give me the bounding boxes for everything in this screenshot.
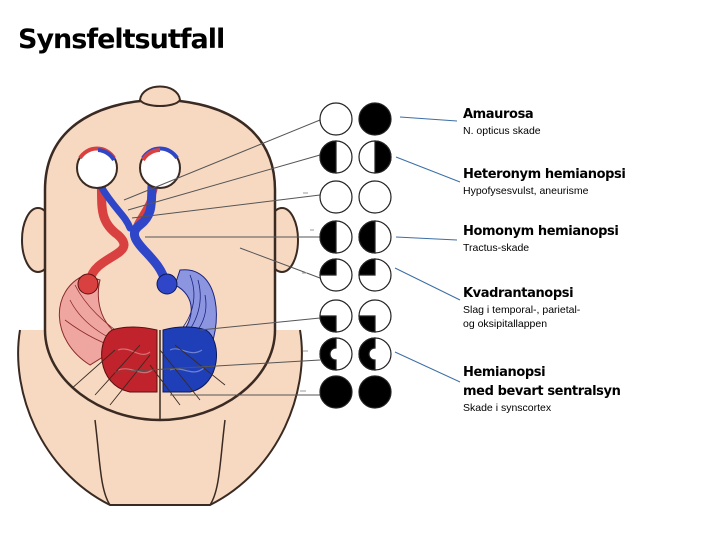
left-eye-field — [319, 180, 353, 214]
label-heteronym-hemianopsi: Heteronym hemianopsi Hypofysesvulst, ane… — [463, 165, 713, 198]
left-lgn — [77, 273, 99, 295]
slide-title: Synsfeltsutfall — [18, 24, 225, 55]
condition-name: Homonym hemianopsi — [463, 224, 619, 239]
neck-line — [94, 419, 226, 506]
right-eye — [139, 146, 181, 189]
condition-cause: Skade i synscortex — [463, 402, 552, 414]
condition-cause: Tractus-skade — [463, 242, 530, 254]
lesion-pointers — [114, 119, 321, 396]
field-row-heteronym-hemianopsi — [319, 140, 392, 174]
field-row-homonym-hemianopsi — [319, 220, 392, 254]
field-row-kvadrantanopsi-lower — [319, 299, 392, 333]
right-eye-field — [358, 375, 392, 409]
right-eye-field — [358, 299, 392, 333]
left-eye — [76, 146, 118, 189]
left-eye-field — [319, 375, 353, 409]
condition-cause: N. opticus skade — [463, 125, 541, 137]
field-row-intact — [319, 180, 392, 214]
left-eye-field — [319, 258, 353, 292]
field-row-total-loss — [319, 375, 392, 409]
head-illustration — [17, 85, 303, 506]
right-visual-cortex — [162, 326, 217, 393]
cortex-hatching — [69, 344, 226, 406]
left-eye-field — [319, 337, 353, 371]
field-row-kvadrantanopsi-upper — [319, 258, 392, 292]
connector-amaurosa — [399, 116, 458, 122]
label-homonym-hemianopsi: Homonym hemianopsi Tractus-skade — [463, 222, 713, 255]
left-eye-field — [319, 140, 353, 174]
connector-hemianopsi — [394, 351, 461, 383]
condition-name: Amaurosa — [463, 107, 534, 122]
condition-cause: Slag i temporal-, parietal- og oksipital… — [463, 304, 581, 330]
field-row-macular-sparing — [319, 337, 392, 371]
right-eye-field — [358, 140, 392, 174]
right-eye-field — [358, 258, 392, 292]
condition-name: Heteronym hemianopsi — [463, 167, 626, 182]
connector-kvadrant — [394, 267, 461, 301]
connector-homonym — [395, 236, 458, 241]
left-eye-field — [319, 299, 353, 333]
right-eye-field — [358, 220, 392, 254]
nose — [138, 85, 182, 107]
visual-field-grid — [319, 102, 392, 409]
label-kvadrantanopsi: Kvadrantanopsi Slag i temporal-, parieta… — [463, 284, 713, 331]
label-amaurosa: Amaurosa N. opticus skade — [463, 105, 713, 138]
label-connectors — [394, 116, 461, 383]
condition-name: Kvadrantanopsi — [463, 286, 574, 301]
left-eye-field — [319, 220, 353, 254]
left-visual-cortex — [101, 326, 158, 393]
connector-heteronym — [395, 156, 461, 183]
label-hemianopsi-sentralsyn: Hemianopsi med bevart sentralsyn Skade i… — [463, 363, 713, 415]
left-eye-field — [319, 102, 353, 136]
field-row-amaurosa — [319, 102, 392, 136]
right-eye-field — [358, 337, 392, 371]
right-eye-field — [358, 180, 392, 214]
right-lgn — [156, 273, 178, 295]
right-eye-field — [358, 102, 392, 136]
condition-cause: Hypofysesvulst, aneurisme — [463, 185, 589, 197]
condition-name: Hemianopsi med bevart sentralsyn — [463, 365, 621, 399]
